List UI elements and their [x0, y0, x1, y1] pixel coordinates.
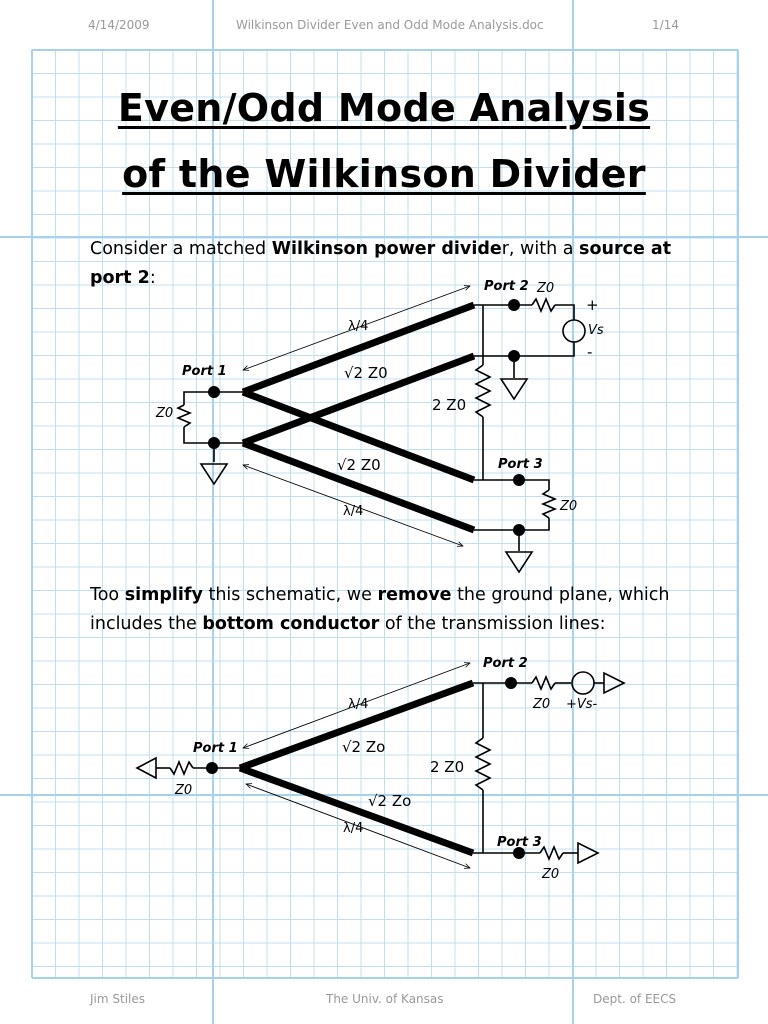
paragraph-1-bold: Wilkinson power divide — [271, 239, 502, 259]
port3-label: Port 3 — [497, 835, 542, 850]
port2-z0-resistor — [531, 674, 556, 692]
header-filename: Wilkinson Divider Even and Odd Mode Anal… — [236, 18, 544, 32]
page-title-line-2: of the Wilkinson Divider — [122, 152, 646, 196]
ground-symbol — [504, 551, 534, 574]
port2-label: Port 2 — [484, 279, 529, 294]
length-label-lower: λ/4 — [343, 504, 363, 519]
source-label: +Vs- — [566, 697, 598, 712]
length-arrow-upper — [243, 663, 470, 748]
port3-node — [513, 847, 525, 859]
port2-z0-resistor — [531, 296, 556, 314]
paragraph-2-bold: simplify — [124, 585, 203, 605]
paragraph-2-bold: remove — [377, 585, 452, 605]
paragraph-1-bold: source at — [579, 239, 672, 259]
line-impedance-lower: √2 Z0 — [337, 456, 381, 474]
length-arrow-lower — [243, 465, 463, 546]
ground-symbol — [577, 841, 600, 865]
node — [513, 524, 525, 536]
z0-label-port1: Z0 — [174, 783, 192, 798]
paragraph-2: Too simplify this schematic, we remove t… — [90, 581, 710, 639]
node — [508, 350, 520, 362]
header-page-number: 1/14 — [652, 18, 679, 32]
port1-node — [206, 762, 218, 774]
paragraph-1: Consider a matched Wilkinson power divid… — [90, 235, 710, 293]
port2-label: Port 2 — [483, 656, 528, 671]
paragraph-1-bold: port 2 — [90, 268, 150, 288]
port3-z0-resistor — [540, 489, 558, 519]
port1-z0-resistor — [169, 759, 194, 777]
length-label-upper: λ/4 — [348, 319, 368, 334]
port1-node — [208, 386, 220, 398]
resistor-label: 2 Z0 — [430, 758, 464, 776]
paragraph-2-text: this schematic, we — [202, 585, 378, 605]
node — [208, 437, 220, 449]
z0-label-port2: Z0 — [532, 697, 550, 712]
source-vs — [571, 671, 595, 695]
page-title-line-1: Even/Odd Mode Analysis — [117, 86, 651, 130]
length-label-upper: λ/4 — [348, 697, 368, 712]
port3-z0-resistor — [539, 844, 564, 862]
footer-author: Jim Stiles — [90, 992, 146, 1006]
minus-label: - — [587, 343, 592, 361]
resistor-2z0 — [474, 364, 492, 418]
paragraph-1-text: Consider a matched — [90, 239, 272, 259]
port1-z0-resistor — [175, 404, 193, 428]
tl-lower — [238, 764, 475, 857]
plus-label: + — [586, 296, 599, 314]
z0-label-port1: Z0 — [155, 406, 173, 421]
footer-department: Dept. of EECS — [593, 992, 677, 1006]
paragraph-1-text: : — [149, 268, 156, 288]
port2-node — [505, 677, 517, 689]
paragraph-2-bold: bottom conductor — [202, 614, 380, 634]
source-label: Vs — [588, 323, 604, 338]
ground-symbol — [199, 463, 229, 486]
paragraph-2-text: the ground plane, which — [451, 585, 670, 605]
port3-label: Port 3 — [498, 457, 543, 472]
length-arrow-lower — [246, 784, 470, 868]
length-label-lower: λ/4 — [343, 821, 363, 836]
ground-symbol — [135, 756, 157, 780]
line-impedance-upper: √2 Zo — [342, 738, 385, 756]
z0-label-port3: Z0 — [541, 867, 559, 882]
paragraph-1-text: r, with a — [501, 239, 580, 259]
footer-university: The Univ. of Kansas — [326, 992, 444, 1006]
port1-label: Port 1 — [193, 741, 238, 756]
port3-node — [513, 474, 525, 486]
ground-symbol — [499, 378, 529, 401]
header-date: 4/14/2009 — [88, 18, 150, 32]
paragraph-2-text: of the transmission lines: — [379, 614, 606, 634]
resistor-label: 2 Z0 — [432, 396, 466, 414]
resistor-2z0 — [474, 737, 492, 791]
z0-label-port3: Z0 — [559, 499, 577, 514]
z0-label-port2: Z0 — [536, 281, 554, 296]
line-impedance-lower: √2 Zo — [368, 792, 411, 810]
length-arrow-upper — [243, 286, 470, 370]
ground-symbol — [603, 671, 626, 695]
paragraph-2-text: includes the — [90, 614, 203, 634]
line-impedance-upper: √2 Z0 — [344, 364, 388, 382]
port2-node — [508, 299, 520, 311]
paragraph-2-text: Too — [90, 585, 125, 605]
port1-label: Port 1 — [182, 364, 227, 379]
